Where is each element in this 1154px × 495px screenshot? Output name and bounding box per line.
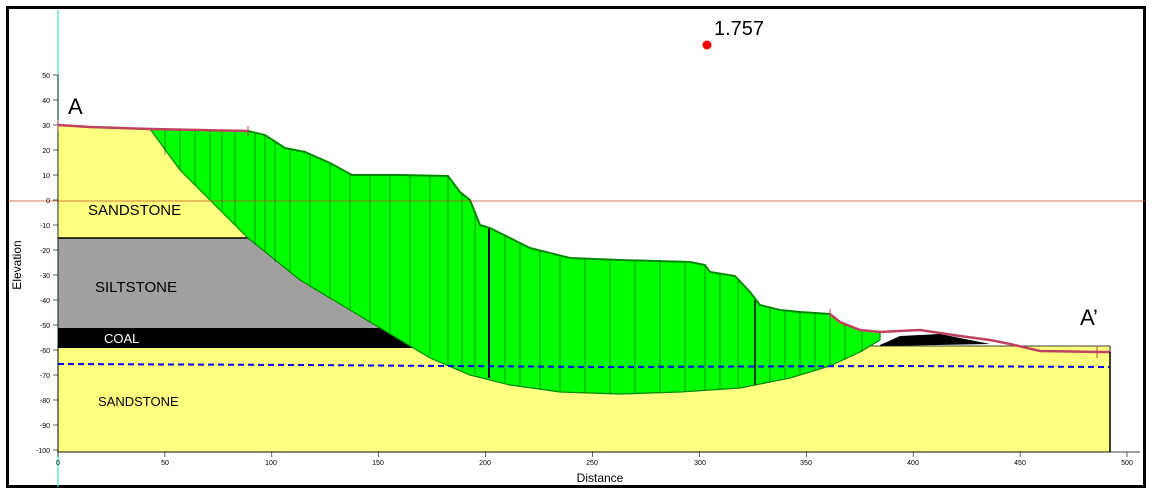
section-label-a: A: [68, 94, 83, 119]
x-tick-label: 150: [372, 460, 384, 467]
x-tick-label: 0: [56, 460, 60, 467]
y-tick-label: 40: [42, 98, 50, 105]
y-tick-label: -10: [40, 223, 50, 230]
surface-point-marks: [57, 120, 1098, 358]
y-tick-labels: 50 40 30 20 10 0 -10 -20 -30 -40 -50 -60…: [36, 73, 50, 455]
slip-center-point: [702, 40, 712, 50]
y-tick-label: 0: [46, 198, 50, 205]
coal-layer: [58, 328, 420, 348]
y-tick-label: -60: [40, 348, 50, 355]
x-tick-label: 200: [479, 460, 491, 467]
y-tick-label: 30: [42, 123, 50, 130]
x-tick-label: 450: [1014, 460, 1026, 467]
siltstone-label: SILTSTONE: [95, 279, 177, 296]
water-table-line: [57, 363, 1111, 369]
x-tick-label: 300: [694, 460, 706, 467]
y-tick-label: 10: [42, 173, 50, 180]
slope-surface-line: [247, 130, 831, 315]
sandstone-lower-label: SANDSTONE: [98, 394, 179, 409]
x-tick-label: 250: [586, 460, 598, 467]
sandstone-upper-label: SANDSTONE: [88, 202, 181, 219]
y-tick-label: -70: [40, 373, 50, 380]
y-tick-label: -40: [40, 298, 50, 305]
y-tick-label: -30: [40, 273, 50, 280]
ground-surface-line: [57, 123, 249, 133]
x-tick-label: 350: [800, 460, 812, 467]
figure-frame: [6, 6, 1146, 488]
coal-pocket: [880, 334, 990, 346]
x-axis-title: Distance: [577, 471, 624, 485]
y-axis-title: Elevation: [10, 240, 24, 289]
x-tick-label: 500: [1121, 460, 1133, 467]
y-tick-label: 20: [42, 148, 50, 155]
y-tick-label: -20: [40, 248, 50, 255]
coal-label: COAL: [104, 331, 139, 346]
y-tick-label: -80: [40, 398, 50, 405]
x-tick-label: 100: [265, 460, 277, 467]
x-tick-labels: 0 50 100 150 200 250 300 350 400 450 500: [56, 460, 1133, 467]
y-tick-label: 50: [42, 73, 50, 80]
y-tick-label: -100: [36, 448, 50, 455]
y-tick-label: -50: [40, 323, 50, 330]
slice-lines: [164, 130, 863, 394]
y-tick-marks: [53, 74, 58, 451]
y-tick-label: -90: [40, 423, 50, 430]
x-tick-label: 400: [907, 460, 919, 467]
x-tick-label: 50: [161, 460, 169, 467]
factor-of-safety-label: 1.757: [714, 18, 764, 40]
siltstone-layer: [58, 238, 380, 328]
section-label-a-prime: A’: [1080, 305, 1098, 330]
x-tick-marks: [57, 452, 1128, 457]
ground-surface-line-right: [829, 313, 1110, 354]
